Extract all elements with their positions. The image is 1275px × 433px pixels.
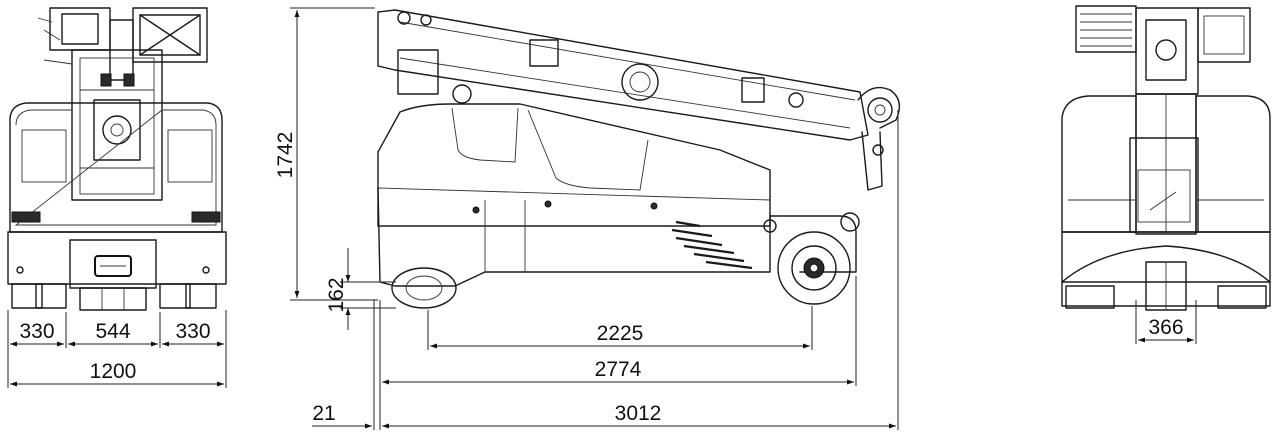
dim-side-offset: 21 [312, 402, 335, 425]
side-boom [377, 9, 901, 191]
dim-side-body-length: 2774 [595, 358, 642, 381]
rear-dimensions: 366 [1135, 300, 1197, 344]
dim-front-left-segment: 330 [19, 320, 54, 343]
dim-side-total-length: 3012 [615, 402, 662, 425]
front-feet [11, 283, 217, 311]
rear-body [1061, 95, 1271, 307]
side-wheels [391, 231, 851, 309]
front-crane-mast [37, 7, 208, 201]
dim-rear-track-width: 366 [1148, 316, 1183, 339]
front-view: 330 544 330 1200 [7, 7, 227, 388]
dim-side-ground-clearance: 162 [325, 277, 348, 312]
dim-front-mid-segment: 544 [95, 320, 130, 343]
dim-front-total-width: 1200 [90, 360, 137, 383]
rear-view: 366 [1061, 5, 1271, 344]
dim-front-right-segment: 330 [175, 320, 210, 343]
rear-feet [1065, 261, 1267, 311]
dim-side-wheelbase: 2225 [597, 322, 644, 345]
side-view: 1742 162 2225 2774 21 3012 [274, 7, 901, 430]
front-dimensions: 330 544 330 1200 [7, 310, 227, 388]
dim-side-height: 1742 [274, 132, 297, 179]
side-dimensions: 1742 162 2225 2774 21 3012 [274, 7, 899, 430]
side-vent-hatching [671, 220, 753, 270]
side-chassis [377, 103, 860, 287]
front-body [7, 102, 227, 289]
